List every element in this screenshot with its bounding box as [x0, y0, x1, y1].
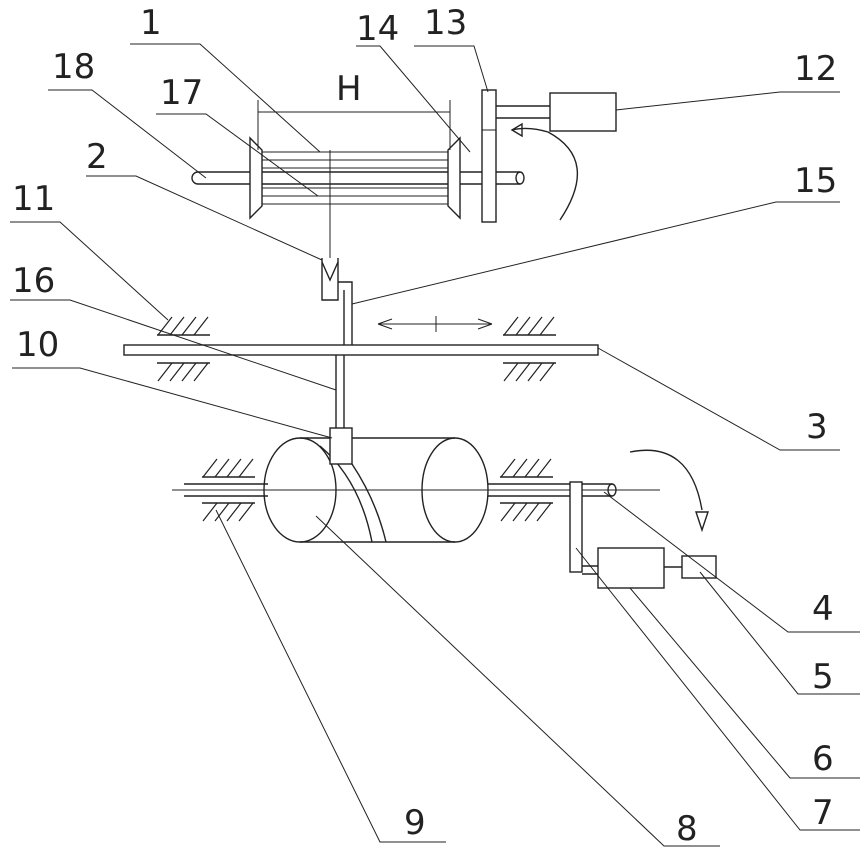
label-12: 12 [794, 49, 837, 89]
label-14: 14 [356, 9, 399, 49]
drive-disc-and-motor [482, 90, 616, 222]
label-11: 11 [12, 179, 55, 219]
label-16: 16 [12, 261, 55, 301]
label-5: 5 [812, 657, 834, 697]
bobbin-assembly: H [192, 69, 524, 218]
label-6: 6 [812, 739, 834, 779]
label-9: 9 [404, 803, 426, 843]
cam-drum [172, 428, 660, 542]
leader-lines [10, 44, 860, 846]
label-13: 13 [424, 3, 467, 43]
label-1: 1 [140, 3, 162, 43]
dimension-label-h: H [336, 69, 362, 109]
label-15: 15 [794, 161, 837, 201]
label-3: 3 [806, 407, 828, 447]
label-2: 2 [86, 137, 108, 177]
label-18: 18 [52, 47, 95, 87]
thread-guide [322, 150, 352, 345]
label-7: 7 [812, 793, 834, 833]
label-8: 8 [676, 809, 698, 849]
number-labels: 1 2 3 4 5 6 7 8 9 10 11 12 13 14 15 16 1… [12, 3, 837, 849]
traverse-bar [124, 316, 598, 428]
label-4: 4 [812, 589, 834, 629]
label-10: 10 [16, 325, 59, 365]
label-17: 17 [160, 73, 203, 113]
